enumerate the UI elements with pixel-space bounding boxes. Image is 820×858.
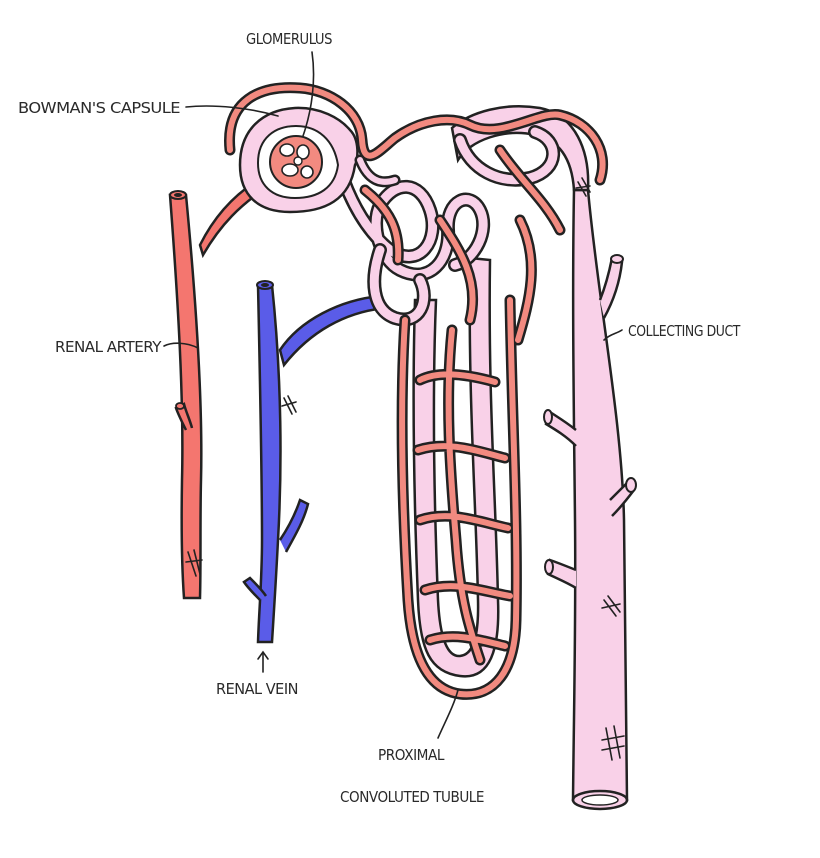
- label-renal-vein: RENAL VEIN: [216, 680, 298, 698]
- convoluted-tubule: [333, 125, 561, 327]
- label-proximal: PROXIMAL: [378, 746, 445, 764]
- label-glomerulus: GLOMERULUS: [246, 30, 332, 48]
- collecting-duct-pointer: [603, 329, 623, 341]
- renal-artery: [168, 180, 262, 600]
- renal-vein-arrowhead: [257, 650, 269, 660]
- peritubular-capillaries: [224, 82, 609, 700]
- label-convoluted-tubule: CONVOLUTED TUBULE: [340, 788, 484, 806]
- bowmans-capsule-pointer: [185, 105, 279, 117]
- label-collecting-duct: COLLECTING DUCT: [628, 322, 741, 340]
- proximal-tubule-pointer: [437, 689, 459, 739]
- leader-lines: [163, 51, 623, 739]
- loop-of-henle: [412, 256, 500, 678]
- glomerulus: [269, 135, 323, 189]
- labels: GLOMERULUS BOWMAN'S CAPSULE RENAL ARTERY…: [18, 30, 742, 806]
- glomerulus-pointer: [302, 51, 315, 137]
- renal-vein: [242, 280, 387, 644]
- renal-artery-pointer: [163, 342, 199, 349]
- label-renal-artery: RENAL ARTERY: [55, 338, 162, 356]
- label-bowmans-capsule: BOWMAN'S CAPSULE: [18, 99, 180, 117]
